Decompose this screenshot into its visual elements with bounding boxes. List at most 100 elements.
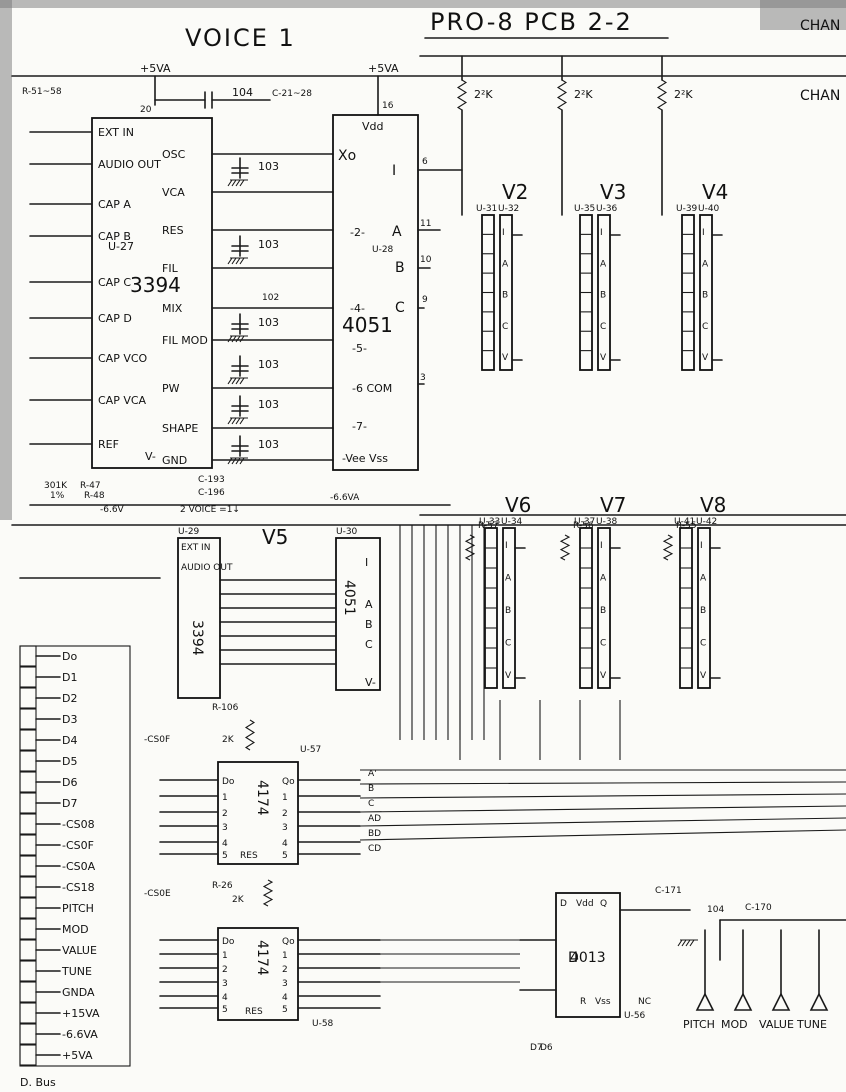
pct-label: 1% xyxy=(50,491,65,501)
mux-pin: I xyxy=(700,541,703,551)
pullup-value: 2²K xyxy=(474,88,493,101)
mux-pin: A xyxy=(600,574,607,584)
u57-signal: CD xyxy=(368,844,381,854)
u28-pin-xo: Xo xyxy=(338,148,356,164)
mux-pin: C xyxy=(700,639,706,649)
chip-ref: U-37 xyxy=(574,517,595,527)
u56-r: R xyxy=(580,997,586,1007)
svg-text:20: 20 xyxy=(140,105,152,115)
mux-pin: B xyxy=(502,291,508,301)
u27-left-pin: CAP B xyxy=(98,230,131,243)
r51-label: R-51~58 xyxy=(22,87,62,97)
chip-ref: U-36 xyxy=(596,204,618,214)
r47-label: R-47 xyxy=(80,481,101,491)
voice-label: V4 xyxy=(702,180,728,204)
chip-ref: U-41 xyxy=(674,517,695,527)
u57-out: 3 xyxy=(282,823,288,833)
u30-pin-c: C xyxy=(365,638,373,651)
u58-in: 3 xyxy=(222,979,228,989)
u27-right-pin: OSC xyxy=(162,148,186,161)
mux-pin: V xyxy=(702,353,709,363)
mux-pin: C xyxy=(600,322,606,332)
bus-line-label: D3 xyxy=(62,713,77,726)
board-title: PRO-8 PCB 2-2 xyxy=(430,8,633,36)
output-triangle xyxy=(771,992,791,1011)
cap-value: 103 xyxy=(258,316,279,329)
u28-chip xyxy=(332,114,419,471)
u29-ref: U-29 xyxy=(178,527,200,537)
u58-in: 4 xyxy=(222,993,228,1003)
mux-pin: A xyxy=(702,259,709,269)
output-label: PITCH xyxy=(683,1018,715,1031)
u28-pin-vee: -Vee Vss xyxy=(342,452,388,465)
bus-line-label: D4 xyxy=(62,734,77,747)
u56-vss: Vss xyxy=(595,997,611,1007)
u28-pin-b: B xyxy=(395,260,405,276)
u56-part-num: 4013 xyxy=(570,950,606,966)
v5-label: V5 xyxy=(262,525,288,549)
bus-line-label: VALUE xyxy=(62,944,97,957)
pin-number: 3 xyxy=(420,373,426,383)
neg-66v-label: -6.6V xyxy=(100,505,125,515)
v5a-label: +5VA xyxy=(140,62,171,75)
pin-number: 10 xyxy=(420,255,432,265)
u29-part: 3394 xyxy=(189,620,205,656)
r48-label: R-48 xyxy=(84,491,105,501)
bus-line-label: +15VA xyxy=(62,1007,100,1020)
mux-pin: V xyxy=(505,671,512,681)
mux-pin: A xyxy=(700,574,707,584)
u57-signal: A' xyxy=(368,769,377,779)
u57-signal: AD xyxy=(368,814,381,824)
chip-ref: U-35 xyxy=(574,204,595,214)
bus-line-label: -CS08 xyxy=(62,818,95,831)
bus-line-label: D1 xyxy=(62,671,77,684)
u30-pin-b: B xyxy=(365,618,373,631)
cap-value: 103 xyxy=(258,438,279,451)
u28-pin-6: -6 COM xyxy=(352,382,392,395)
c104b-label: 104 xyxy=(707,905,724,915)
pin-number: 11 xyxy=(420,219,431,229)
bus-line-label: -6.6VA xyxy=(62,1028,98,1041)
u57-out: Qo xyxy=(282,777,295,787)
bus-line-label: D5 xyxy=(62,755,77,768)
u57-signal: BD xyxy=(368,829,381,839)
u58-out: 4 xyxy=(282,993,288,1003)
bus-line-label: MOD xyxy=(62,923,89,936)
voice-chip-right xyxy=(499,214,513,371)
u29-audio-out: AUDIO OUT xyxy=(181,563,233,573)
chip-ref: U-40 xyxy=(698,204,720,214)
u57-in: 5 xyxy=(222,851,228,861)
u58-res: RES xyxy=(245,1007,263,1017)
mux-pin: I xyxy=(600,541,603,551)
c171-label: C-171 xyxy=(655,886,682,896)
mux-pin: A xyxy=(502,259,509,269)
u29-u30-wires xyxy=(219,579,337,665)
u56-q: Q xyxy=(600,899,607,909)
u27-right-pin: FIL xyxy=(162,262,179,275)
mux-pin: I xyxy=(702,228,705,238)
pin-number: 9 xyxy=(422,295,428,305)
chan-label-2: CHAN xyxy=(800,88,840,104)
u28-pin-a: A xyxy=(392,224,402,240)
chip-ref: U-33 xyxy=(479,517,500,527)
mux-pin: B xyxy=(505,606,511,616)
v5a-label-2: +5VA xyxy=(368,62,399,75)
u58-out: 1 xyxy=(282,951,288,961)
voice-chip-right xyxy=(697,527,711,689)
u57-res: RES xyxy=(240,851,258,861)
u57-out: 1 xyxy=(282,793,288,803)
u27-vminus: V- xyxy=(145,450,156,463)
r26-label: R-26 xyxy=(212,881,233,891)
u27-right-pin: GND xyxy=(162,454,187,467)
u57-signal: B xyxy=(368,784,374,794)
u58-in: Do xyxy=(222,937,235,947)
cap-104-label: 104 xyxy=(232,86,253,99)
u56-d: D xyxy=(560,899,567,909)
chip-ref: U-32 xyxy=(498,204,519,214)
